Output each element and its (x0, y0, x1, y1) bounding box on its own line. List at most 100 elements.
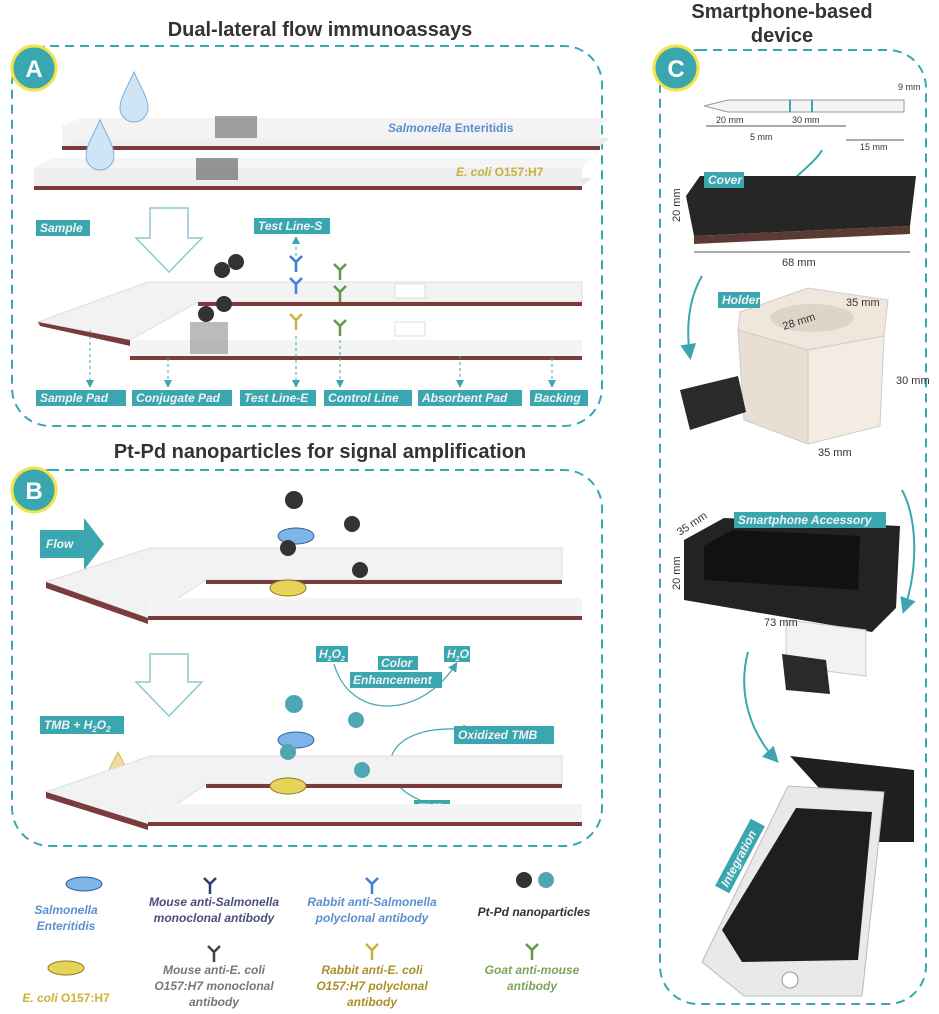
nanoparticle-icon (198, 254, 244, 322)
cover-tag: Cover (704, 172, 744, 188)
rabbit-anti-salmonella-icon (365, 877, 379, 894)
svg-text:TMB + H2O2: TMB + H2O2 (44, 718, 111, 734)
ecoli-strip: E. coli O157:H7 (34, 158, 592, 190)
holder-dim-top: 35 mm (846, 297, 880, 309)
svg-text:Cover: Cover (708, 173, 743, 187)
svg-text:H2O2: H2O2 (319, 647, 345, 663)
svg-text:Pt-Pd nanoparticles: Pt-Pd nanoparticles (478, 905, 591, 919)
arrow-to-holder (680, 275, 703, 360)
svg-text:Sample Pad: Sample Pad (40, 391, 109, 405)
svg-text:15 mm: 15 mm (860, 142, 888, 152)
svg-text:antibody: antibody (507, 979, 558, 993)
mouse-anti-salmonella-icon (203, 877, 217, 894)
accessory-dim-height: 20 mm (671, 556, 683, 590)
svg-text:Smartphone Accessory: Smartphone Accessory (738, 513, 873, 527)
svg-text:Mouse anti-Salmonella: Mouse anti-Salmonella (149, 895, 279, 909)
tag-sample-pad: Sample Pad (36, 390, 126, 406)
panel-a-border (11, 45, 603, 427)
svg-text:Conjugate Pad: Conjugate Pad (136, 391, 221, 405)
arrow-to-integration (743, 651, 779, 763)
svg-text:O157:H7 polyclonal: O157:H7 polyclonal (316, 979, 428, 993)
cover-width-dim: 68 mm (782, 257, 816, 269)
svg-text:H2O: H2O (447, 647, 470, 663)
strip-b-after (44, 755, 582, 830)
svg-text:Rabbit anti-E. coli: Rabbit anti-E. coli (321, 963, 423, 977)
reaction-arrow (333, 661, 458, 707)
panel-a-badge: A (10, 44, 58, 92)
mouse-anti-ecoli-icon (207, 945, 221, 962)
svg-text:Color: Color (381, 656, 414, 670)
holder-tag: Holder (718, 292, 761, 308)
svg-text:monoclonal antibody: monoclonal antibody (154, 911, 276, 925)
down-arrow-b-icon (134, 653, 204, 718)
down-arrow-icon (134, 207, 204, 274)
rabbit-anti-ecoli-icon (365, 943, 379, 960)
svg-text:Oxidized TMB: Oxidized TMB (458, 728, 538, 742)
tag-control-line: Control Line (324, 390, 412, 406)
ptpd-dark-icon (516, 872, 532, 888)
salmonella-legend-icon (65, 876, 103, 892)
holder-part (680, 287, 889, 445)
svg-text:Absorbent Pad: Absorbent Pad (421, 391, 508, 405)
svg-text:30 mm: 30 mm (792, 115, 820, 125)
nanoparticle-icon (280, 491, 368, 578)
holder-dim-bottom: 35 mm (818, 447, 852, 459)
panel-c-border (659, 49, 927, 1005)
svg-text:A: A (25, 56, 42, 83)
ecoli-legend-icon (47, 960, 85, 976)
svg-text:Test Line-S: Test Line-S (258, 219, 322, 233)
panel-c-title-2: device (751, 25, 813, 47)
svg-text:B: B (25, 478, 42, 505)
panel-b-title: Pt-Pd nanoparticles for signal amplifica… (114, 441, 526, 463)
flow-arrow-icon: Flow (40, 518, 104, 570)
tag-backing: Backing (530, 390, 588, 406)
h2o2-tag: H2O2 (316, 646, 348, 663)
accessory-tag: Smartphone Accessory (734, 512, 886, 528)
tag-test-line-e: Test Line-E (240, 390, 316, 406)
panel-a-title: Dual-lateral flow immunoassays (168, 19, 473, 41)
oxidized-tmb-tag: Oxidized TMB (454, 726, 554, 744)
svg-text:20 mm: 20 mm (716, 115, 744, 125)
bacteria-b2-icon (269, 731, 315, 795)
tag-absorbent-pad: Absorbent Pad (418, 390, 522, 406)
holder-dim-height: 30 mm (896, 375, 930, 387)
bacteria-icon (269, 527, 315, 597)
arrow-to-accessory (900, 489, 916, 614)
svg-text:Enhancement: Enhancement (353, 673, 433, 687)
svg-text:antibody: antibody (189, 995, 240, 1009)
nanoparticle-teal-icon (280, 695, 370, 778)
svg-text:antibody: antibody (347, 995, 398, 1009)
salmonella-strip: Salmonella Enteritidis (62, 116, 610, 150)
ptpd-teal-icon (538, 872, 554, 888)
svg-text:polyclonal antibody: polyclonal antibody (315, 911, 430, 925)
phone-integration (701, 756, 914, 997)
svg-text:Enteritidis: Enteritidis (37, 919, 96, 933)
tmb-arrow (389, 724, 473, 801)
sample-droplet-icon (85, 70, 149, 171)
svg-text:Goat anti-mouse: Goat anti-mouse (485, 963, 580, 977)
panel-c-title-1: Smartphone-based (691, 1, 872, 23)
svg-text:Test Line-E: Test Line-E (244, 391, 309, 405)
panel-a-bottom-tags (86, 330, 556, 388)
panel-b-border (11, 469, 603, 847)
tmb-h2o2-tag: TMB + H2O2 (40, 716, 124, 734)
svg-text:Backing: Backing (534, 391, 581, 405)
svg-text:Salmonella: Salmonella (34, 903, 98, 917)
svg-text:O157:H7 monoclonal: O157:H7 monoclonal (154, 979, 274, 993)
smartphone-accessory-part (684, 518, 900, 694)
svg-text:Holder: Holder (722, 293, 761, 307)
cover-height-dim: 20 mm (671, 188, 683, 222)
svg-text:Mouse anti-E. coli: Mouse anti-E. coli (163, 963, 266, 977)
panel-c-badge: C (652, 44, 700, 92)
panel-b-badge: B (10, 466, 58, 514)
svg-text:9 mm: 9 mm (898, 82, 921, 92)
test-line-s-tag: Test Line-S (254, 218, 330, 234)
svg-text:Sample: Sample (40, 221, 83, 235)
svg-text:5 mm: 5 mm (750, 132, 773, 142)
h2o-tag: H2O (444, 646, 470, 663)
legend: Salmonella Enteritidis Mouse anti-Salmon… (22, 872, 591, 1009)
sample-tag: Sample (36, 220, 90, 236)
salmonella-strip-label: Salmonella Enteritidis (388, 121, 514, 135)
tag-conjugate-pad: Conjugate Pad (132, 390, 232, 406)
